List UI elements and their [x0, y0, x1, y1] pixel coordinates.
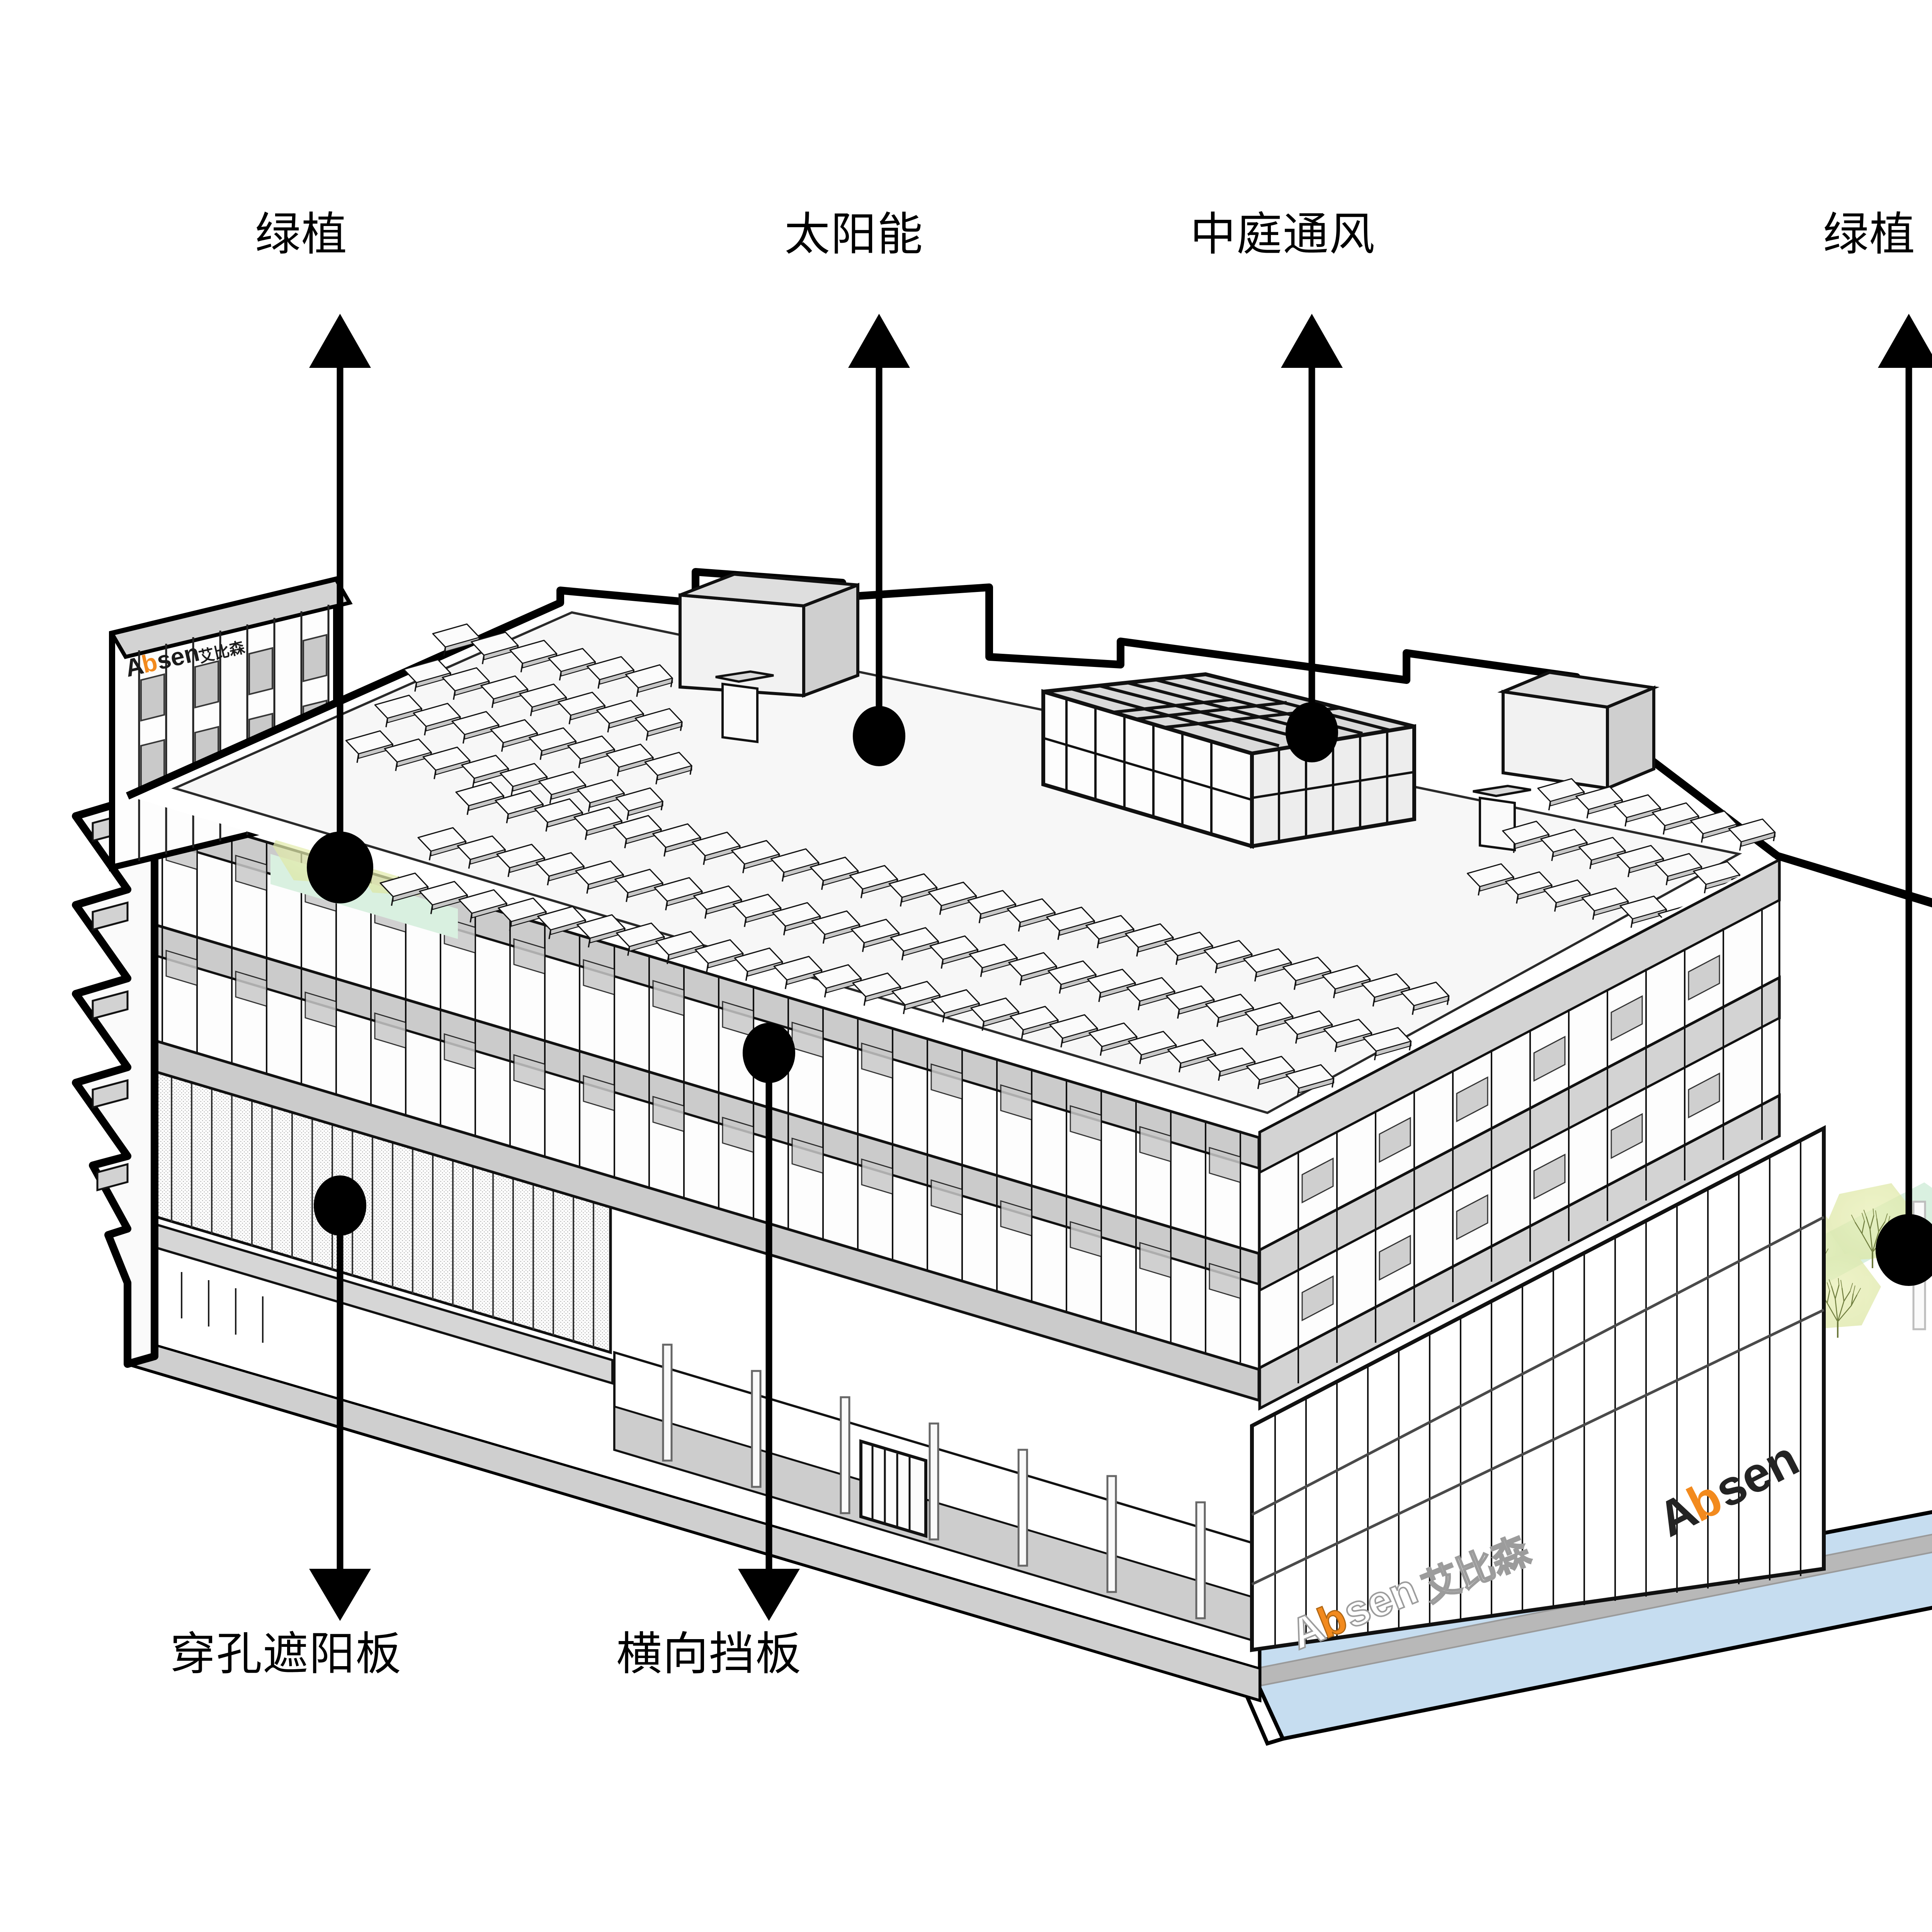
right-facade-bands	[1258, 857, 1781, 1411]
leader-greenery-left	[307, 314, 373, 903]
roof-vent-stack-1	[715, 670, 774, 743]
building-right-block: A b sen A b sen 艾比森	[1250, 852, 1932, 1659]
roof-mechanical-box-2	[1497, 670, 1660, 791]
left-end-zigzag-balconies	[72, 797, 158, 1368]
leader-perforated-shade	[309, 1175, 371, 1621]
leader-greenery-right	[1876, 314, 1932, 1286]
leader-horizontal-baffle	[738, 1023, 800, 1621]
roof-mechanical-box-1	[679, 572, 859, 698]
leader-solar	[848, 314, 910, 766]
callout-label-greenery-left: 绿植	[255, 209, 348, 260]
leader-atrium-vent	[1281, 314, 1343, 762]
horizontal-baffle-facade	[126, 799, 1260, 1402]
callout-label-atrium-vent: 中庭通风	[1190, 209, 1376, 260]
roof-assembly	[126, 568, 1780, 1132]
callout-label-perforated-shade: 穿孔遮阳板	[170, 1629, 402, 1680]
callout-label-greenery-right: 绿植	[1823, 209, 1916, 260]
ground-floor-colonnade	[613, 1344, 1260, 1644]
roof-vent-stack-2	[1473, 784, 1531, 852]
building-main-mass: A b sen 艾比森	[72, 575, 1262, 1703]
main-curtain-wall: A b sen A b sen 艾比森	[1250, 1125, 1826, 1659]
callout-label-solar: 太阳能	[784, 209, 924, 260]
callout-leaders	[307, 314, 1932, 1621]
right-end-zigzag-balconies	[1774, 852, 1932, 908]
callout-label-horizontal-baffle: 横向挡板	[616, 1629, 802, 1680]
louvered-vent-door	[859, 1439, 927, 1538]
